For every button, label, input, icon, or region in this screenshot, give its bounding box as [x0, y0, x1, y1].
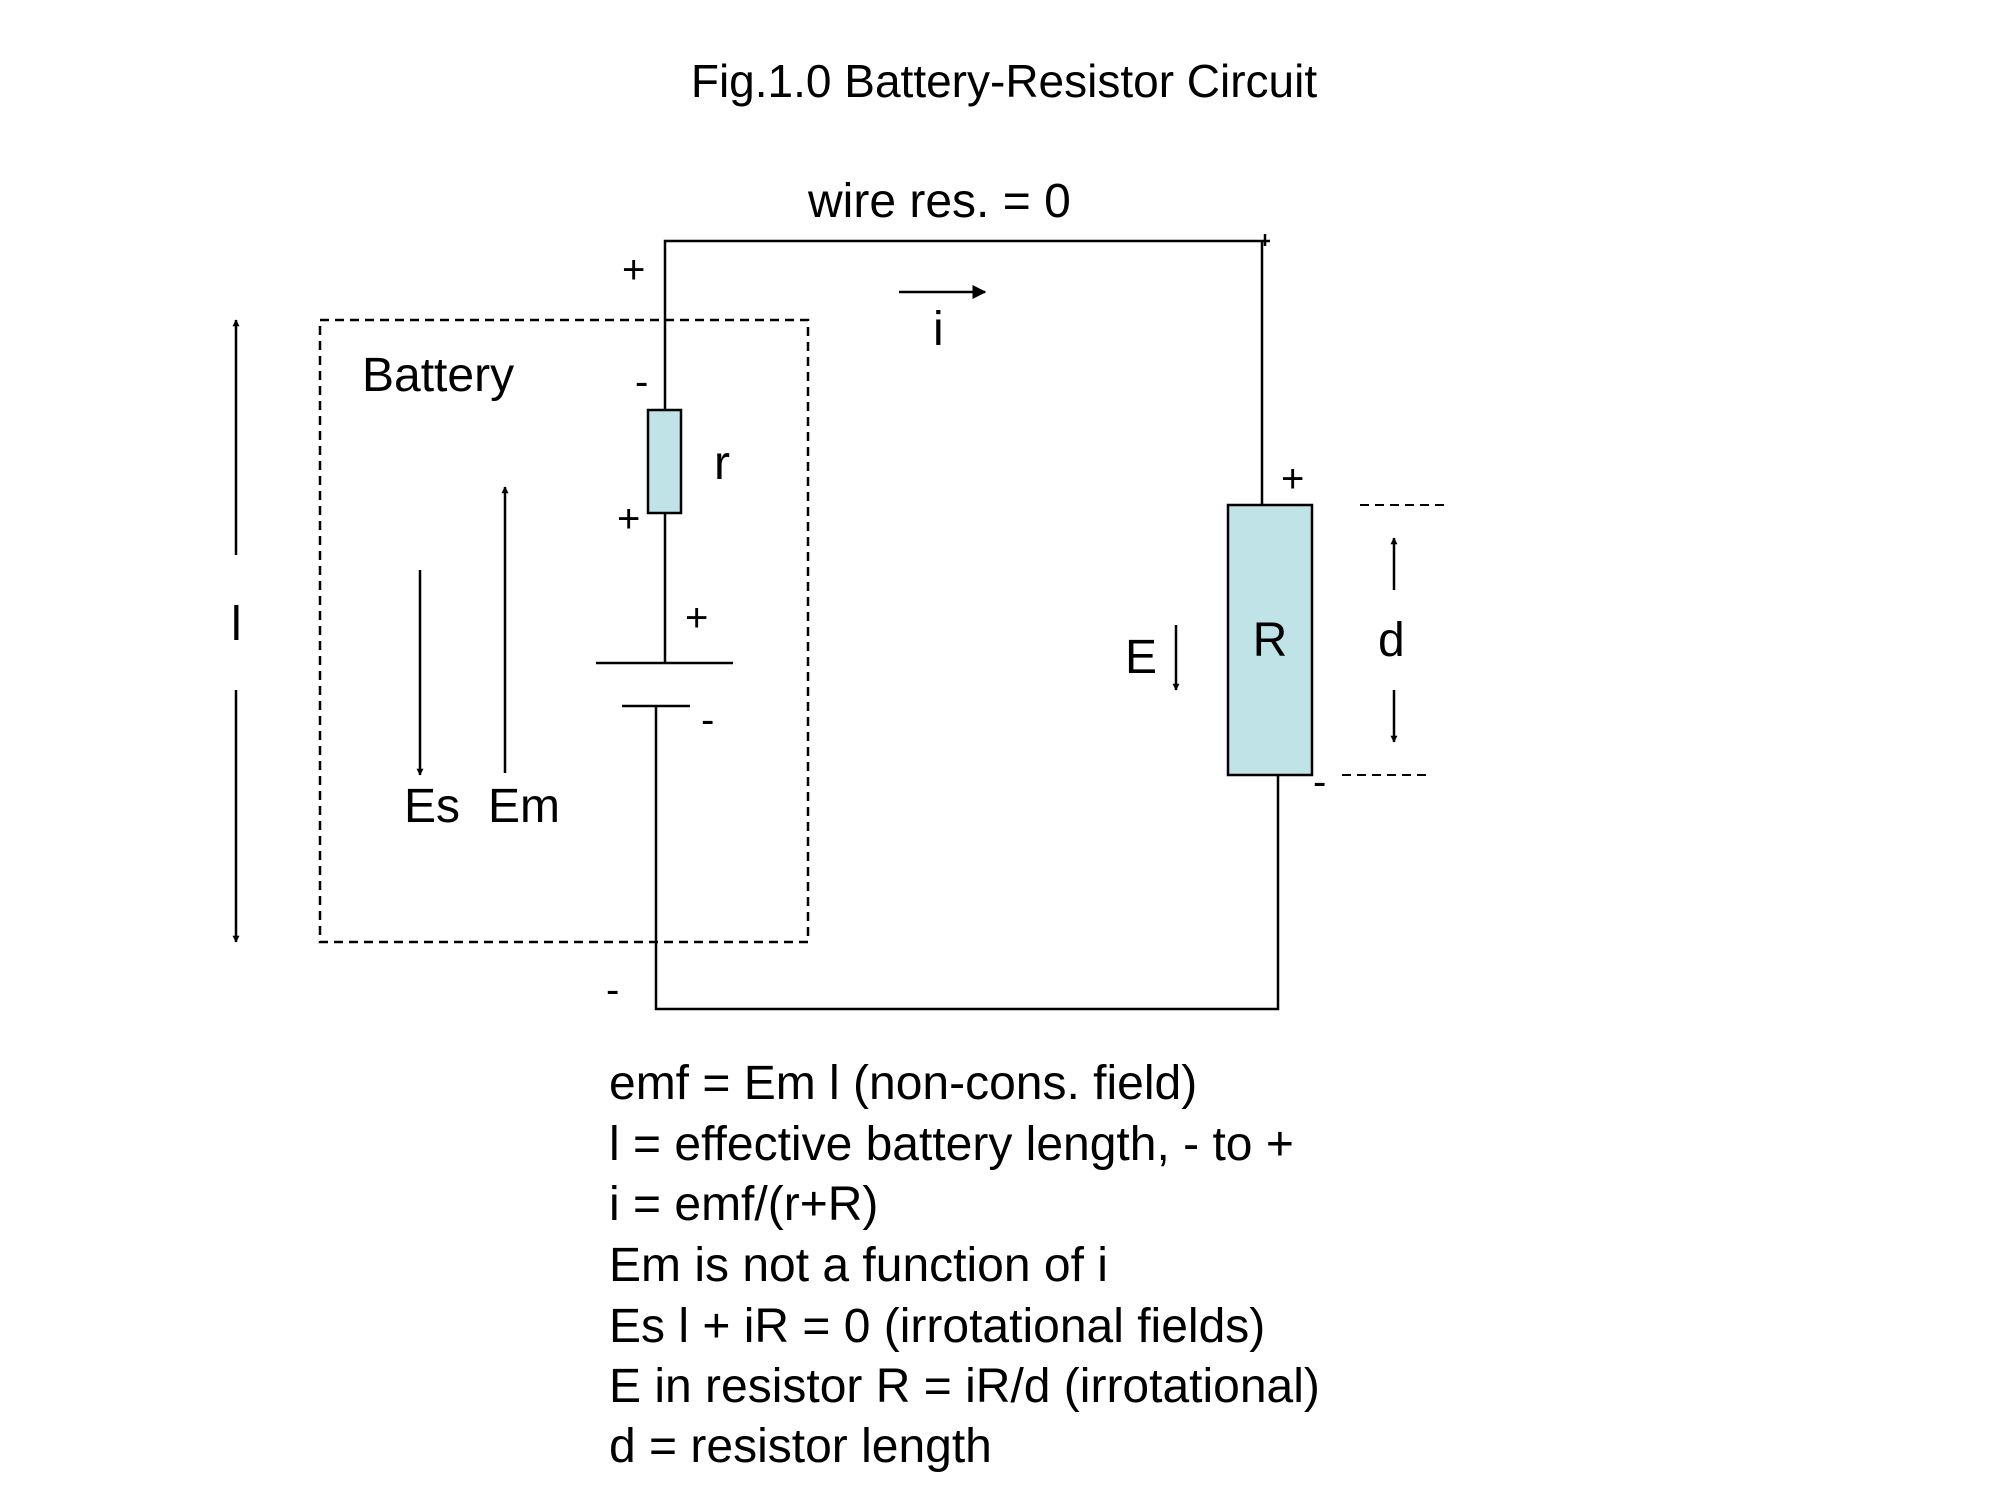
bottom-wire	[654, 706, 1280, 1011]
field-e-label: E	[1125, 631, 1157, 684]
internal-resistance-label: r	[714, 437, 730, 490]
notes-block: emf = Em l (non-cons. field) l = effecti…	[609, 1057, 1320, 1473]
es-label: Es	[404, 780, 460, 833]
resistor-length-label: d	[1378, 614, 1405, 667]
note-line: E in resistor R = iR/d (irrotational)	[609, 1360, 1320, 1413]
resistor-plus-sign: +	[1281, 457, 1304, 501]
r-plus-sign: +	[617, 497, 640, 541]
note-line: i = emf/(r+R)	[609, 1178, 878, 1231]
resistor-label: R	[1253, 614, 1288, 667]
battery-length-label: l	[231, 598, 242, 651]
top-wire	[663, 239, 1270, 410]
resistor-minus-sign: -	[1313, 760, 1326, 804]
note-line: d = resistor length	[609, 1420, 992, 1473]
wire-resistance-label: wire res. = 0	[807, 175, 1071, 228]
current-label: i	[933, 303, 944, 356]
bottom-minus-sign: -	[606, 968, 619, 1012]
note-line: l = effective battery length, - to +	[609, 1118, 1294, 1171]
figure-title: Fig.1.0 Battery-Resistor Circuit	[691, 55, 1317, 107]
internal-resistor	[646, 408, 683, 515]
note-line: Em is not a function of i	[609, 1239, 1108, 1292]
note-line: emf = Em l (non-cons. field)	[609, 1057, 1197, 1110]
top-plus-sign: +	[622, 248, 645, 292]
r-minus-sign: -	[635, 360, 648, 404]
battery-label: Battery	[362, 349, 514, 402]
load-resistor	[1226, 503, 1314, 777]
note-line: Es l + iR = 0 (irrotational fields)	[609, 1300, 1265, 1353]
battery-box	[318, 318, 810, 944]
cell-minus-sign: -	[701, 698, 714, 742]
em-label: Em	[488, 780, 560, 833]
cell-plus-sign: +	[685, 596, 708, 640]
